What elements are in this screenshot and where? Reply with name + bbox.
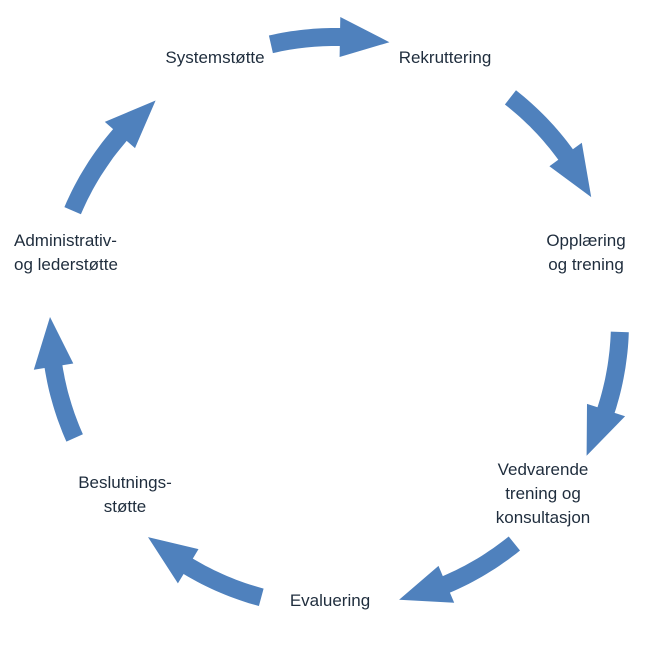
node-administrativ-line-2: og lederstøtte <box>14 255 118 274</box>
node-opplaering-line-1: Opplæring <box>546 231 626 250</box>
node-beslutning-line-2: støtte <box>103 497 147 516</box>
node-vedvarende-line-2: trening og <box>505 484 581 503</box>
node-systemstotte-line-1: Systemstøtte <box>165 48 265 67</box>
arrow-beslutning-to-administrativ <box>33 317 83 442</box>
arrow-administrativ-to-systemstotte <box>64 100 156 215</box>
node-administrativ: Administrativ- og lederstøtte <box>14 229 164 277</box>
node-systemstotte: Systemstøtte <box>150 46 280 70</box>
arrow-rekruttering-to-opplaering <box>504 90 592 198</box>
node-vedvarende-line-3: konsultasjon <box>495 508 591 527</box>
node-vedvarende-line-1: Vedvarende <box>497 460 589 479</box>
node-evaluering-line-1: Evaluering <box>289 591 371 610</box>
node-beslutning: Beslutnings- støtte <box>55 471 195 519</box>
arrow-evaluering-to-beslutning <box>148 537 264 606</box>
node-rekruttering: Rekruttering <box>380 46 510 70</box>
arrow-opplaering-to-vedvarende <box>586 331 629 456</box>
node-administrativ-line-1: Administrativ- <box>14 231 117 250</box>
node-vedvarende: Vedvarende trening og konsultasjon <box>468 458 618 530</box>
node-opplaering-line-2: og trening <box>548 255 624 274</box>
arrow-vedvarende-to-evaluering <box>399 536 520 603</box>
node-evaluering: Evaluering <box>265 589 395 613</box>
node-opplaering: Opplæring og trening <box>530 229 642 277</box>
node-rekruttering-line-1: Rekruttering <box>398 48 492 67</box>
arrow-systemstotte-to-rekruttering <box>268 17 390 57</box>
node-beslutning-line-1: Beslutnings- <box>78 473 172 492</box>
